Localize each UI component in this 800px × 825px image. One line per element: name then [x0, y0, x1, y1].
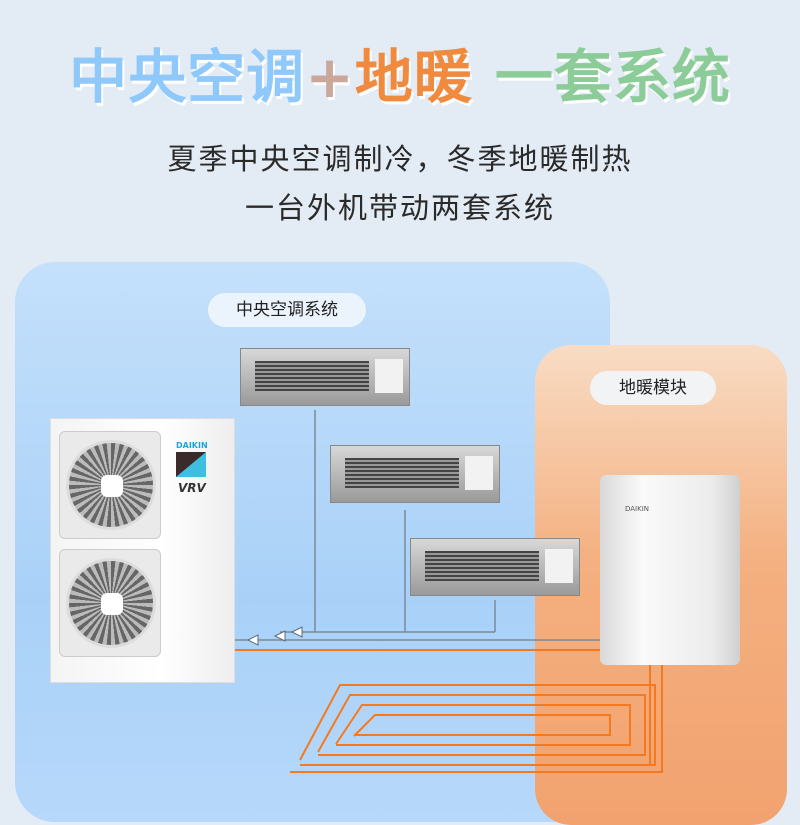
indoor-unit-1: [240, 348, 410, 406]
subtitle-line-2: 一台外机带动两套系统: [244, 191, 555, 225]
outdoor-unit: DAIKIN VRV: [50, 418, 235, 683]
fan-icon: [59, 431, 161, 539]
ac-system-label: 中央空调系统: [208, 293, 366, 327]
daikin-logo-icon: [176, 452, 206, 477]
fan-icon: [59, 549, 161, 657]
refrigerant-pipes: [235, 410, 600, 641]
subtitle-line-1: 夏季中央空调制冷，冬季地暖制热: [167, 142, 633, 176]
floor-heating-module: DAIKIN: [600, 475, 740, 665]
heater-brand: DAIKIN: [625, 505, 650, 513]
brand-logo: DAIKIN: [176, 441, 208, 450]
pipe-junctions: [246, 626, 303, 646]
indoor-unit-3: [410, 538, 580, 596]
headline: 中央空调+地暖一套系统: [69, 43, 731, 111]
model-label: VRV: [178, 481, 206, 495]
floor-heating-label: 地暖模块: [590, 371, 716, 405]
piping-diagram: [235, 410, 663, 773]
floor-heating-coil: [290, 665, 663, 773]
indoor-unit-2: [330, 445, 500, 503]
